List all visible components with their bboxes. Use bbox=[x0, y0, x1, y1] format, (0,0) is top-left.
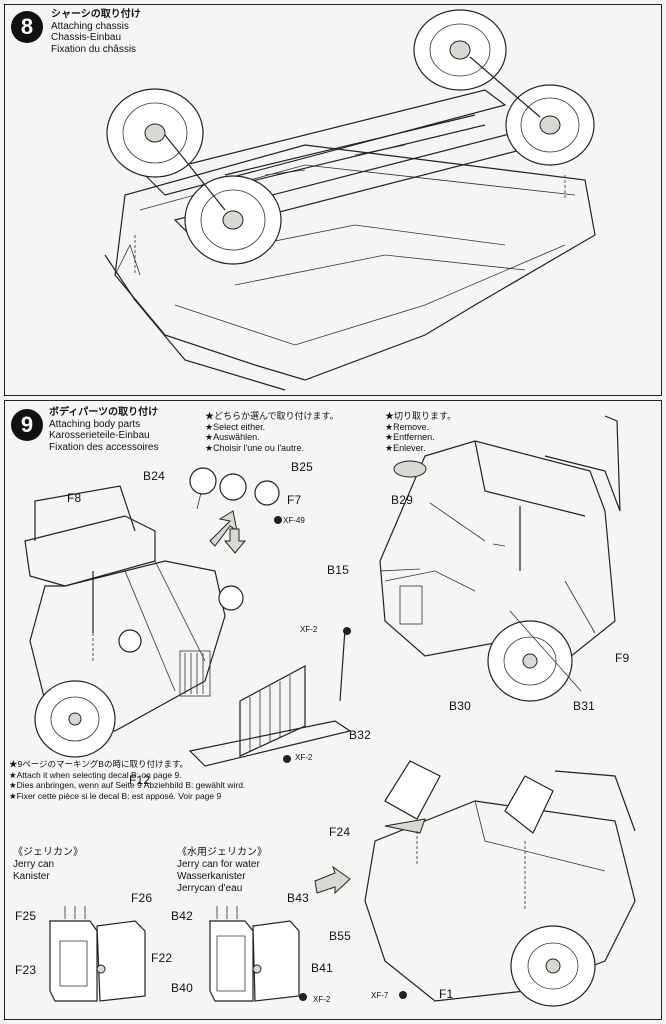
part-f23-label: F23 bbox=[15, 963, 37, 977]
remove-note-fr: ★Enlever. bbox=[385, 442, 426, 453]
water-can-caption: 《水用ジェリカン》 Jerry can for water Wasserkani… bbox=[177, 847, 267, 895]
jerry-can-de: Kanister bbox=[13, 871, 50, 882]
paint-xf2-guard-label: XF-2 bbox=[295, 753, 313, 762]
step-8-number-badge: 8 bbox=[11, 11, 43, 43]
jerry-can-en: Jerry can bbox=[13, 859, 55, 870]
part-b42-label: B42 bbox=[171, 909, 193, 923]
decal-note: ★9ページのマーキングBの時に取り付けます。 ★Attach it when s… bbox=[9, 759, 245, 801]
water-can-en: Jerry can for water bbox=[177, 859, 260, 870]
part-f12-label: F12 bbox=[129, 773, 151, 787]
part-f8-label: F8 bbox=[67, 491, 82, 505]
decal-note-fr: ★Fixer cette pièce si le decal B: est ap… bbox=[9, 790, 222, 801]
part-b30-label: B30 bbox=[449, 699, 471, 713]
body-parts-drawing bbox=[24, 415, 636, 1007]
decal-note-en: ★Attach it when selecting decal B: on pa… bbox=[9, 769, 182, 780]
water-can-fr: Jerrycan d'eau bbox=[177, 883, 243, 894]
step-9-title: ボディパーツの取り付け Attaching body parts Karosse… bbox=[49, 407, 159, 453]
step-9-panel: 9 ボディパーツの取り付け Attaching body parts Karos… bbox=[4, 400, 662, 1020]
part-b15-label: B15 bbox=[327, 563, 349, 577]
decal-note-jp: ★9ページのマーキングBの時に取り付けます。 bbox=[9, 759, 189, 769]
paint-xf2-can-label: XF-2 bbox=[313, 995, 331, 1004]
water-can-de: Wasserkanister bbox=[177, 871, 246, 882]
part-f25-label: F25 bbox=[15, 909, 37, 923]
part-f24-label: F24 bbox=[329, 825, 351, 839]
paint-xf2-rod-label: XF-2 bbox=[300, 625, 318, 634]
part-b43-label: B43 bbox=[287, 891, 309, 905]
part-f26-label: F26 bbox=[131, 891, 153, 905]
paint-xf49-label: XF-49 bbox=[283, 516, 305, 525]
part-b24-label: B24 bbox=[143, 469, 165, 483]
part-b25-label: B25 bbox=[291, 460, 313, 474]
part-b29-label: B29 bbox=[391, 493, 413, 507]
part-f1-label: F1 bbox=[439, 987, 454, 1001]
select-note-jp: ★どちらか選んで取り付けます。 bbox=[205, 411, 339, 421]
part-b32-label: B32 bbox=[349, 728, 371, 742]
part-b55-label: B55 bbox=[329, 929, 351, 943]
step-9-number-badge: 9 bbox=[11, 409, 43, 441]
step-9-number: 9 bbox=[20, 412, 34, 437]
jerry-can-jp: 《ジェリカン》 bbox=[13, 847, 83, 858]
part-b40-label: B40 bbox=[171, 981, 193, 995]
select-either-note: ★どちらか選んで取り付けます。 ★Select either. ★Auswähl… bbox=[205, 411, 339, 453]
step-8-title-de: Chassis-Einbau bbox=[51, 32, 122, 43]
step-8-title-en: Attaching chassis bbox=[51, 20, 129, 32]
step-8-title-fr: Fixation du châssis bbox=[51, 43, 137, 55]
part-f7-label: F7 bbox=[287, 493, 302, 507]
step-8-panel: 8 シャーシの取り付け Attaching chassis Chassis-Ei… bbox=[4, 4, 662, 396]
step-8-title-jp: シャーシの取り付け bbox=[51, 9, 141, 20]
paint-xf7-label: XF-7 bbox=[371, 991, 389, 1000]
chassis-assembly-drawing bbox=[104, 9, 596, 391]
remove-note-jp: ★切り取ります。 bbox=[385, 411, 457, 421]
step-9-title-fr: Fixation des accessoires bbox=[49, 441, 159, 453]
remove-note-de: ★Entfernen. bbox=[385, 432, 435, 442]
water-can-jp: 《水用ジェリカン》 bbox=[177, 847, 267, 858]
step-8-title: シャーシの取り付け Attaching chassis Chassis-Einb… bbox=[51, 9, 141, 55]
step-8-number: 8 bbox=[20, 14, 34, 39]
remove-note-en: ★Remove. bbox=[385, 421, 430, 432]
decal-note-de: ★Dies anbringen, wenn auf Seite 9 Abzieh… bbox=[9, 780, 246, 790]
step-9-title-jp: ボディパーツの取り付け bbox=[49, 407, 159, 418]
select-note-fr: ★Choisir l'une ou l'autre. bbox=[205, 442, 305, 453]
part-f22-label: F22 bbox=[151, 951, 173, 965]
part-b31-label: B31 bbox=[573, 699, 595, 713]
select-note-en: ★Select either. bbox=[205, 421, 266, 432]
part-f9-label: F9 bbox=[615, 651, 630, 665]
step-9-title-de: Karosserieteile-Einbau bbox=[49, 430, 150, 441]
select-note-de: ★Auswählen. bbox=[205, 432, 260, 442]
part-b41-label: B41 bbox=[311, 961, 333, 975]
remove-note: ★切り取ります。 ★Remove. ★Entfernen. ★Enlever. bbox=[385, 411, 456, 453]
jerry-can-caption: 《ジェリカン》 Jerry can Kanister bbox=[13, 847, 83, 883]
step-9-title-en: Attaching body parts bbox=[49, 418, 141, 430]
